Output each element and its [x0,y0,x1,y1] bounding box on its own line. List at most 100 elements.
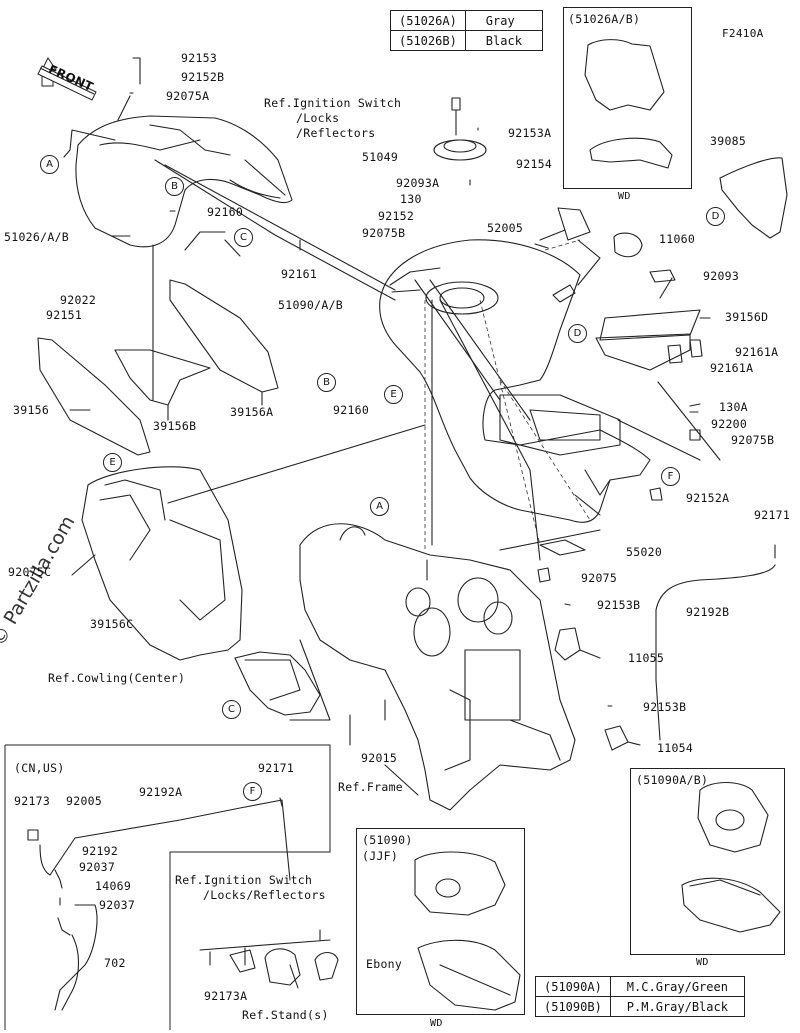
color-table-color: Black [464,30,543,51]
part-label: 130A [719,400,748,414]
inset-footer: WD [618,191,631,202]
color-table-part: (51090B) [535,996,611,1017]
part-label: 702 [104,956,126,970]
fuel-tank-cap-opening [425,281,499,315]
upper-cowl-part [75,115,293,248]
side-panel-39156A [169,279,279,393]
frame [299,523,576,811]
part-label: 92161 [281,267,318,281]
inset-title: (51026A/B) [568,12,641,26]
color-table-color: M.C.Gray/Green [609,976,745,997]
part-label: /Locks/Reflectors [203,888,326,902]
part-label: 92152A [686,491,730,505]
callout-b: B [165,177,184,196]
part-label: Ref.Ignition Switch [264,96,402,110]
part-label: 92154 [516,157,553,171]
part-label: 39156 [13,403,50,417]
part-label: 92075C [8,565,52,579]
part-label: 92160 [333,403,370,417]
part-label: 92173A [204,989,248,1003]
part-label: 11055 [628,651,665,665]
part-label: Ref.Ignition Switch [175,873,313,887]
inset-footer: WD [430,1018,443,1029]
part-label: 92192B [686,605,730,619]
part-label: 11060 [659,232,696,246]
part-label: 92037 [79,860,116,874]
part-label: 92192 [82,844,119,858]
lower-panel-39156C [81,466,243,661]
part-label: 92015 [361,751,398,765]
part-label: 92173 [14,794,51,808]
callout-c: C [222,700,241,719]
part-label: 92153A [508,126,552,140]
inset-subtitle: (JJF) [362,849,399,863]
callout-e: E [103,453,122,472]
color-table-color: P.M.Gray/Black [609,996,745,1017]
inset-title: (51090) [362,833,413,847]
part-label: 92160 [207,205,244,219]
part-label: 92171 [754,508,791,522]
part-label: 92037 [99,898,136,912]
inset-51090ab [630,768,785,955]
part-label: 92075A [166,89,210,103]
fuel-tank [379,239,651,523]
part-label: 92153 [181,51,218,65]
color-table-row: (51090B) P.M.Gray/Black [535,996,745,1017]
inset-title: (CN,US) [14,761,65,775]
part-label: 51026/A/B [4,230,70,244]
part-label: 39085 [710,134,747,148]
part-label: 92171 [258,761,295,775]
callout-b: B [317,373,336,392]
part-label: Ref.Stand(s) [242,1008,329,1022]
part-label: /Locks [296,111,340,125]
callout-f: F [661,467,680,486]
callout-d: D [706,207,725,226]
color-table-row: (51090A) M.C.Gray/Green [535,976,745,997]
part-label: Ref.Frame [338,780,404,794]
color-table-part: (51026B) [390,30,466,51]
part-label: 92093A [396,176,440,190]
part-label: 92075 [581,571,618,585]
part-label: /Reflectors [296,126,376,140]
callout-a: A [370,497,389,516]
part-label: 92192A [139,785,183,799]
part-label: 39156A [230,405,274,419]
callout-f: F [243,782,262,801]
inset-footer: WD [696,957,709,968]
color-table-color: Gray [464,10,543,31]
part-label: 92153B [643,700,687,714]
callout-c: C [234,228,253,247]
part-label: 92151 [46,308,83,322]
part-label: 92153B [597,598,641,612]
part-label: 51049 [362,150,399,164]
part-label: 39156B [153,419,197,433]
part-label: 11054 [657,741,694,755]
part-label: 92161A [710,361,754,375]
part-label: 92022 [60,293,97,307]
part-label: 130 [400,192,422,206]
part-label: 92075B [362,226,406,240]
part-label: 55020 [626,545,663,559]
callout-e: E [384,385,403,404]
inset-title: (51090A/B) [636,773,709,787]
part-label: 52005 [487,221,524,235]
ebony-label: Ebony [366,957,403,971]
side-panel-39156 [37,337,151,456]
part-label: 92200 [711,417,748,431]
figure-code: F2410A [722,27,764,40]
part-label: 92161A [735,345,779,359]
part-label: 39156C [90,617,134,631]
part-label: 14069 [95,879,132,893]
part-label: 92075B [731,433,775,447]
part-label: 92152B [181,70,225,84]
color-table-part: (51090A) [535,976,611,997]
color-table-top: (51026A) Gray (51026B) Black [390,10,543,51]
side-panel-39156B [114,349,211,406]
part-label: 51090/A/B [278,298,344,312]
color-table-row: (51026B) Black [390,30,543,51]
callout-d: D [568,324,587,343]
part-label: Ref.Cowling(Center) [48,671,186,685]
inset-51090-jjf [356,828,525,1015]
part-label: 92152 [378,209,415,223]
